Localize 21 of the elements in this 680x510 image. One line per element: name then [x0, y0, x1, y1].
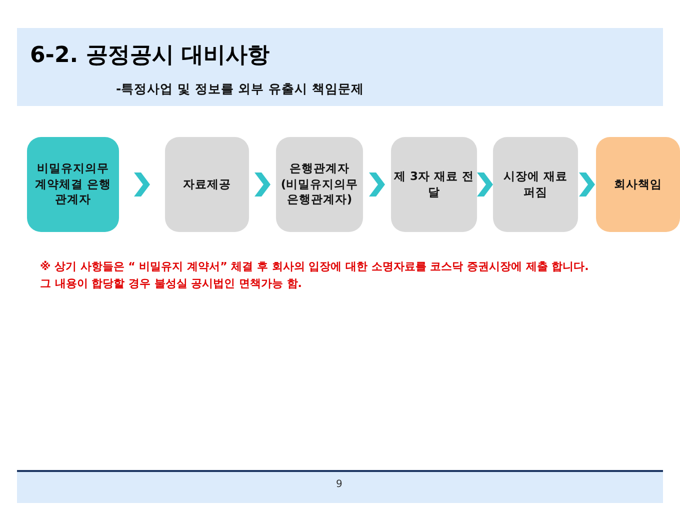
box-label: 제 3자 재료 전달: [394, 168, 474, 200]
note-text: ※ 상기 사항들은 “ 비밀유지 계약서” 체결 후 회사의 입장에 대한 소명자료를 코스닥 증권시장에 제출 합니다. 그 내용이 합당할 경우 불성실 공시법인 면책가능 함.: [40, 259, 590, 292]
slide-title: 6-2. 공정공시 대비사항: [30, 42, 270, 70]
chevron-arrow: [579, 172, 595, 196]
chevron-arrow: [477, 172, 493, 196]
chevron-arrow: [254, 172, 270, 196]
process-box: [493, 137, 578, 232]
box-label: 자료제공: [183, 176, 231, 192]
box-label: 은행관계자 (비밀유지의무 은행관계자): [280, 161, 360, 208]
chevron-arrow: [134, 172, 150, 196]
process-box: [391, 137, 477, 232]
process-box: [596, 137, 680, 232]
box-label: 비밀유지의무 계약체결 은행 관계자: [34, 161, 112, 208]
process-box: [27, 137, 119, 232]
subtitle: -특정사업 및 정보를 외부 유출시 책임문제: [116, 80, 364, 98]
process-box: [165, 137, 249, 232]
chevron-arrow: [369, 172, 385, 196]
box-label: 시장에 재료 퍼짐: [502, 168, 568, 200]
page-number: 9: [336, 478, 342, 492]
box-label: 회사책임: [614, 176, 662, 192]
process-box: [276, 137, 363, 232]
